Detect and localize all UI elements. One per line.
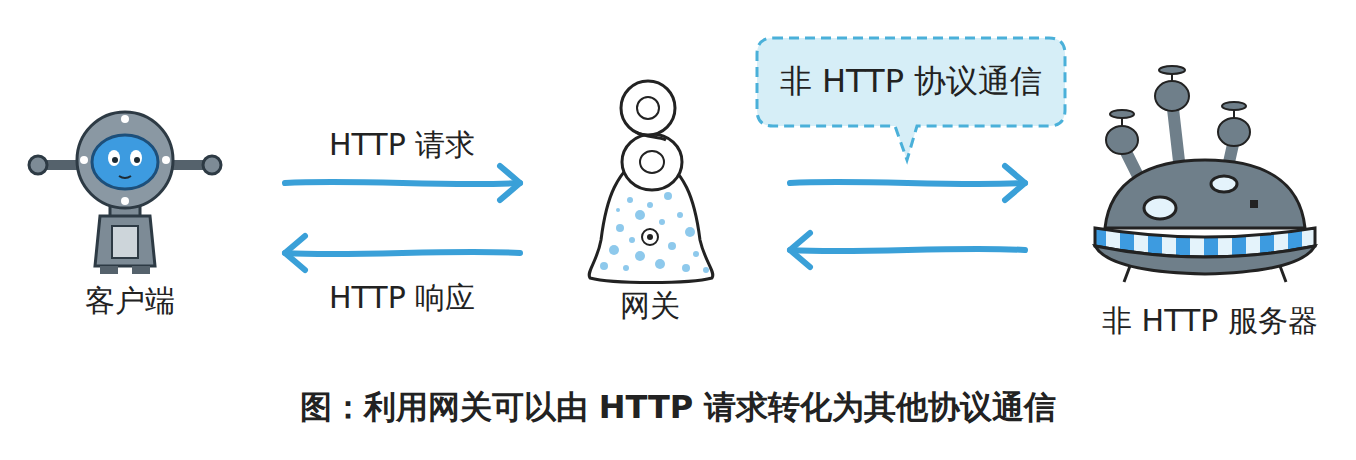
gateway-eye [642, 229, 658, 245]
ufo-leg [1280, 266, 1286, 282]
dot [616, 224, 624, 232]
ufo-propeller [1222, 102, 1246, 110]
dot [668, 242, 676, 250]
robot-panel [112, 226, 138, 258]
dot [682, 264, 690, 272]
robot-rivet [80, 156, 88, 164]
dot [703, 267, 709, 273]
node-label: 网关 [620, 286, 680, 327]
connector-arrow [790, 249, 1025, 251]
robot-face [92, 135, 158, 189]
ufo-dome [1105, 160, 1305, 228]
arrow-head [285, 236, 305, 270]
robot-eye [108, 150, 120, 166]
robot-pupil [134, 157, 140, 163]
protocol-callout: 非 HTTP 协议通信 [755, 36, 1067, 128]
dot [629, 237, 635, 243]
dot [647, 202, 653, 208]
dot [677, 212, 683, 218]
dot [600, 262, 608, 270]
dot [616, 208, 620, 212]
robot-rivet [121, 197, 129, 205]
robot-figure [29, 112, 221, 274]
gateway-loop-hole [637, 97, 659, 119]
dot [635, 251, 645, 261]
ufo-porthole [1211, 176, 1237, 192]
dot [693, 251, 699, 257]
edge-label: HTTP 请求 [325, 125, 479, 166]
ufo-propeller [1110, 110, 1134, 118]
connector-arrow [285, 252, 520, 254]
robot-eye [130, 150, 142, 166]
ufo-head [1106, 126, 1138, 154]
gateway-loop [622, 134, 682, 190]
gateway-dots [600, 192, 709, 273]
callout-text: 非 HTTP 协议通信 [780, 60, 1042, 104]
robot-body [95, 216, 155, 266]
robot-hand [203, 156, 221, 174]
figure-caption: 图：利用网关可以由 HTTP 请求转化为其他协议通信 [0, 386, 1356, 430]
gateway-figure [589, 81, 713, 283]
robot-hand [29, 156, 47, 174]
node-label: 客户端 [85, 281, 175, 322]
dot [609, 245, 619, 255]
robot-foot [100, 266, 118, 274]
connector-arrow [285, 182, 520, 184]
server-node: 非 HTTP 服务器 [1075, 65, 1345, 350]
arrow-head [790, 233, 810, 267]
robot-head [77, 112, 173, 208]
ufo-propeller [1159, 66, 1185, 74]
ufo-porthole [1144, 197, 1176, 219]
connector-arrow [790, 182, 1025, 184]
client-node: 客户端 [30, 60, 230, 330]
dot [623, 265, 629, 271]
ufo-leg [1124, 266, 1130, 282]
dot [635, 210, 645, 220]
dot [664, 192, 672, 200]
dot [659, 219, 665, 225]
ufo-head [1218, 118, 1250, 146]
dot [655, 259, 665, 269]
edge-label: HTTP 响应 [325, 278, 479, 319]
gateway-loop-hole [640, 151, 664, 173]
ufo-figure [1095, 66, 1315, 282]
gateway-loop [621, 81, 675, 135]
robot-pupil [112, 157, 118, 163]
callout-bubble [757, 38, 1065, 160]
node-label: 非 HTTP 服务器 [1102, 301, 1318, 342]
arrow-head [500, 166, 520, 200]
ufo-light [1250, 200, 1258, 208]
gateway-node: 网关 [565, 55, 735, 335]
robot-rivet [162, 156, 170, 164]
gateway-pupil [647, 234, 653, 240]
robot-foot [132, 266, 150, 274]
gateway-twist [636, 132, 666, 140]
robot-rivet [121, 115, 129, 123]
dot [685, 227, 695, 237]
robot-mouth [119, 176, 131, 178]
arrow-head [1005, 166, 1025, 200]
dot [627, 197, 633, 203]
ufo-head [1155, 81, 1189, 111]
gateway-bell [589, 150, 713, 283]
